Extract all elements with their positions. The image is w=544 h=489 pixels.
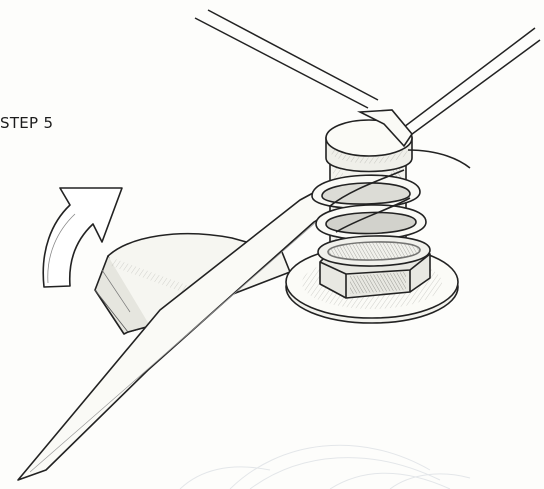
- right-wire: [400, 28, 540, 140]
- wire-tail: [408, 150, 470, 168]
- background-sketch: [180, 445, 470, 489]
- upper-wire: [195, 10, 378, 108]
- wire-coils: [312, 170, 430, 266]
